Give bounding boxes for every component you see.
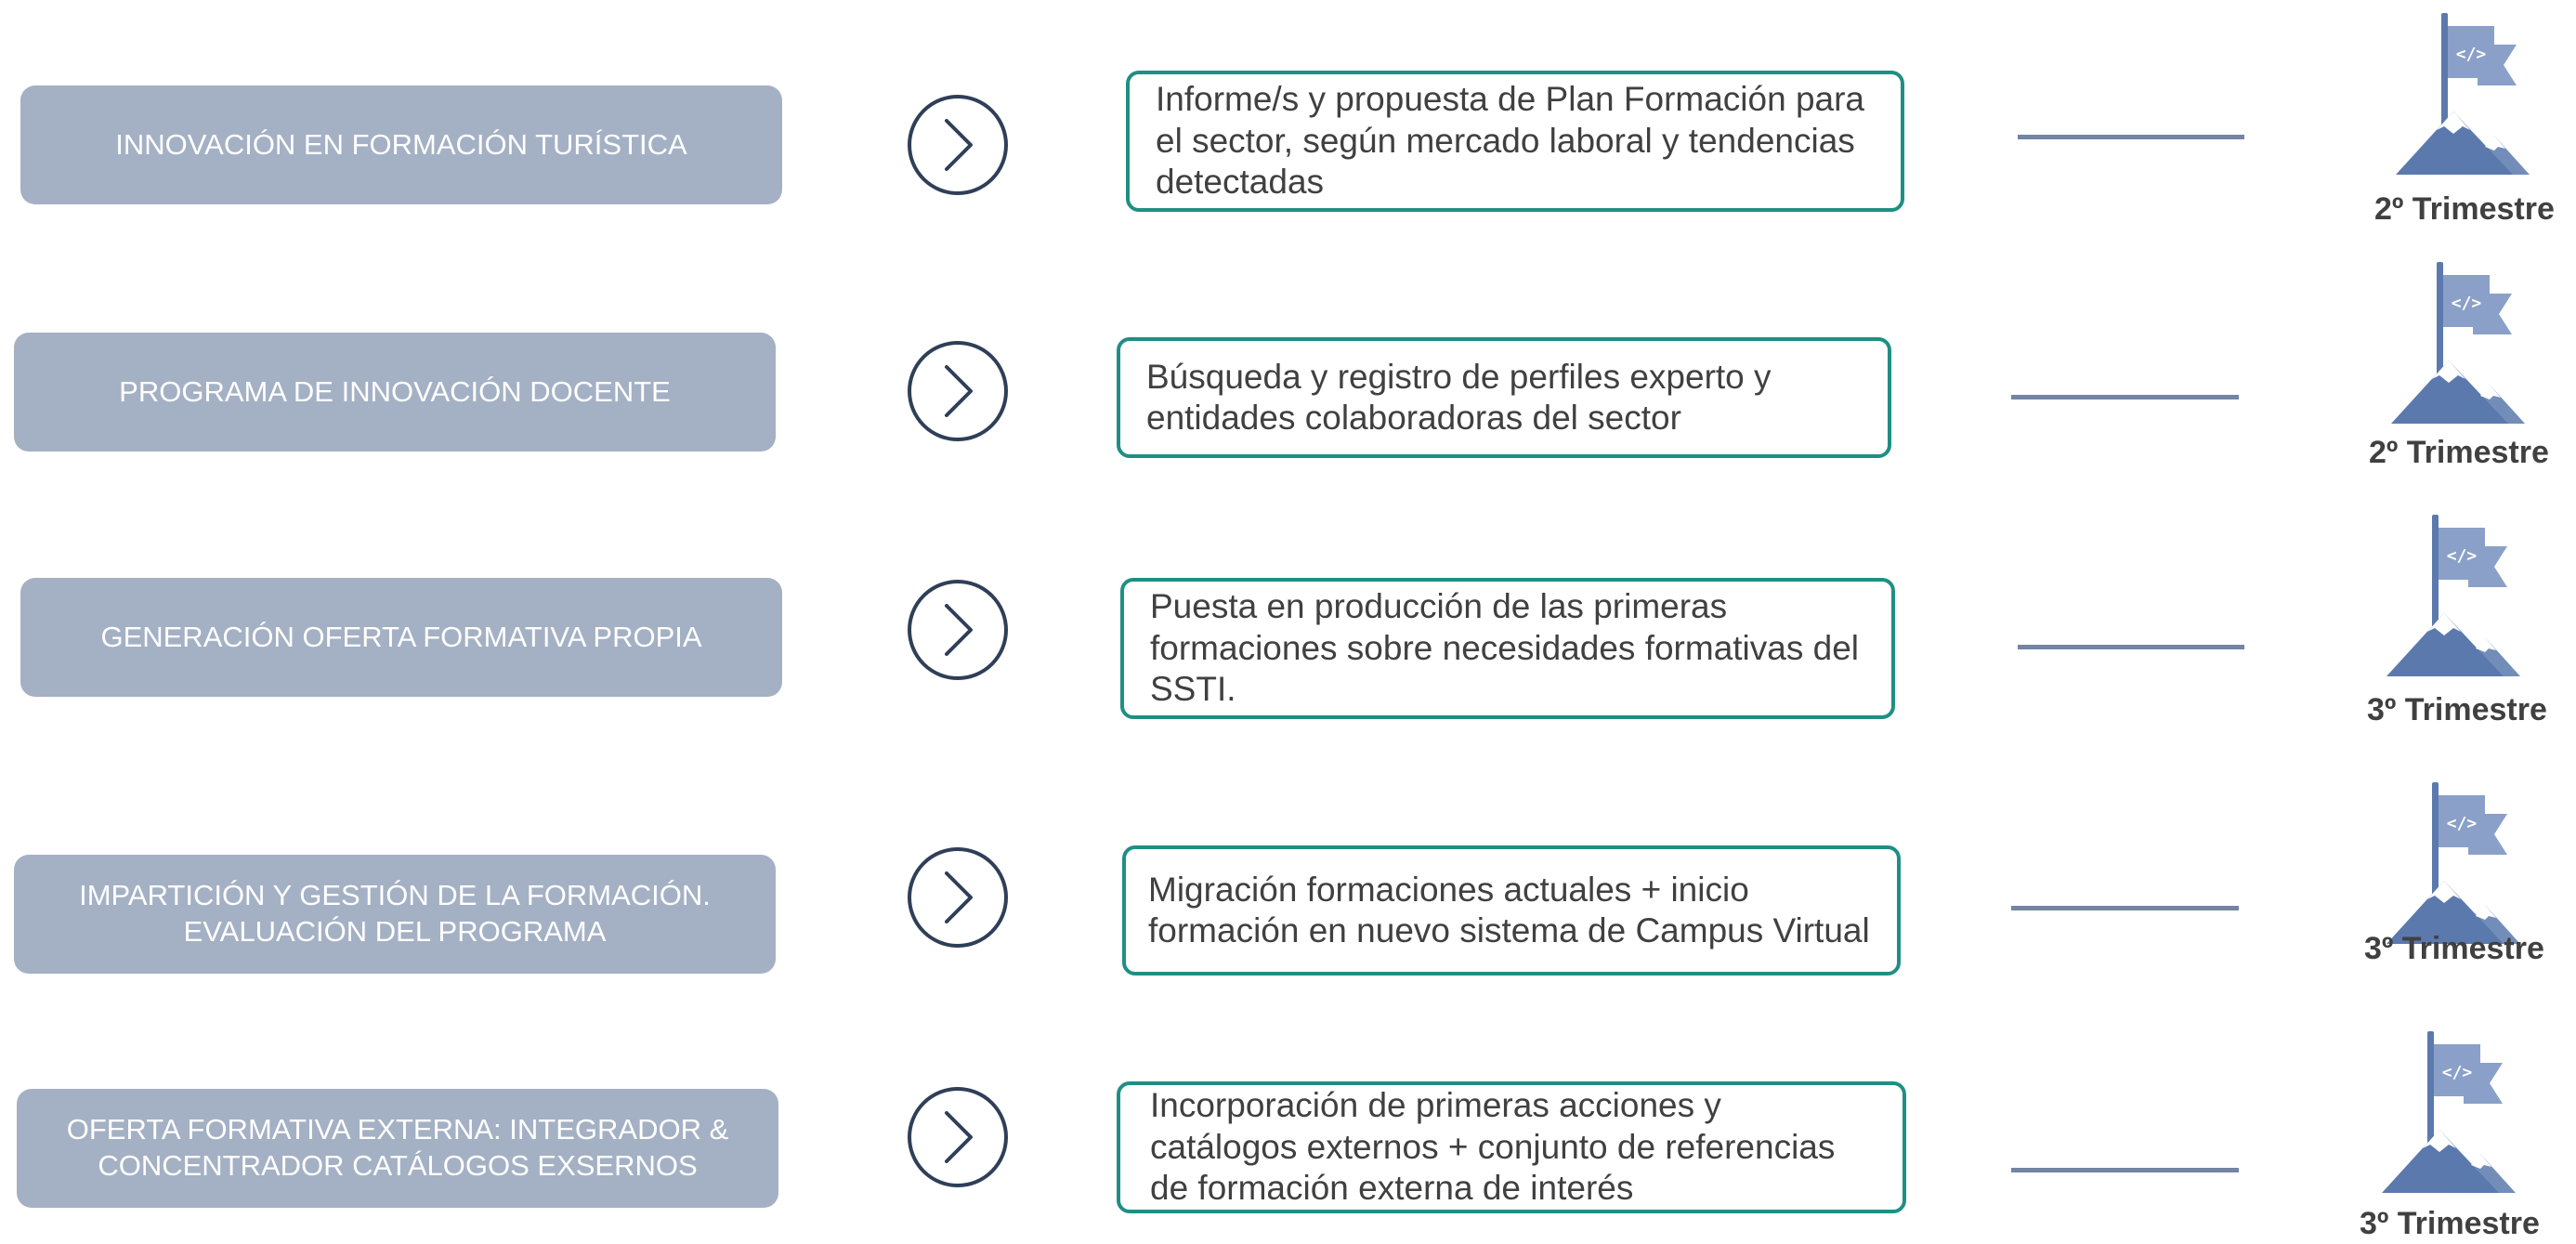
phase-box: PROGRAMA DE INNOVACIÓN DOCENTE (14, 333, 776, 452)
deliverable-text: Incorporación de primeras acciones y cat… (1150, 1086, 1836, 1208)
phase-box: GENERACIÓN OFERTA FORMATIVA PROPIA (20, 578, 782, 697)
phase-box: INNOVACIÓN EN FORMACIÓN TURÍSTICA (20, 85, 782, 204)
phase-label: INNOVACIÓN EN FORMACIÓN TURÍSTICA (115, 127, 687, 161)
chevron-right-icon (906, 1085, 1010, 1189)
phase-label: IMPARTICIÓN Y GESTIÓN DE LA FORMACIÓN. E… (79, 879, 711, 948)
svg-text:</>: </> (2447, 546, 2478, 566)
deliverable-box: Búsqueda y registro de perfiles experto … (1117, 337, 1891, 458)
connector-line (2011, 1168, 2239, 1172)
chevron-right-icon (906, 93, 1010, 197)
milestone-flag-icon: </> (2392, 11, 2531, 178)
svg-text:</>: </> (2456, 45, 2487, 64)
milestone-flag-icon: </> (2378, 1029, 2517, 1197)
svg-text:</>: </> (2442, 1063, 2473, 1082)
deliverable-text: Informe/s y propuesta de Plan Formación … (1156, 80, 1864, 202)
milestone-flag-icon: </> (2387, 260, 2527, 427)
deliverable-box: Migración formaciones actuales + inicio … (1122, 845, 1901, 976)
connector-line (2018, 135, 2244, 139)
phase-box: IMPARTICIÓN Y GESTIÓN DE LA FORMACIÓN. E… (14, 855, 776, 974)
phase-label: GENERACIÓN OFERTA FORMATIVA PROPIA (100, 620, 702, 653)
deliverable-box: Puesta en producción de las primeras for… (1120, 578, 1895, 719)
chevron-right-icon (906, 339, 1010, 443)
quarter-label: 3º Trimestre (2367, 692, 2547, 727)
phase-label: OFERTA FORMATIVA EXTERNA: INTEGRADOR & C… (66, 1113, 729, 1182)
deliverable-text: Migración formaciones actuales + inicio … (1148, 870, 1870, 949)
chevron-right-icon (906, 578, 1010, 682)
deliverable-box: Incorporación de primeras acciones y cat… (1117, 1081, 1906, 1213)
connector-line (2018, 645, 2244, 649)
phase-box: OFERTA FORMATIVA EXTERNA: INTEGRADOR & C… (17, 1089, 778, 1208)
milestone-flag-icon: </> (2383, 780, 2522, 948)
connector-line (2011, 395, 2239, 399)
chevron-right-icon (906, 845, 1010, 949)
deliverable-text: Búsqueda y registro de perfiles experto … (1146, 357, 1772, 437)
quarter-label: 2º Trimestre (2374, 191, 2555, 227)
quarter-label: 3º Trimestre (2364, 931, 2544, 966)
phase-label: PROGRAMA DE INNOVACIÓN DOCENTE (119, 374, 671, 408)
quarter-label: 2º Trimestre (2369, 435, 2549, 470)
deliverable-text: Puesta en producción de las primeras for… (1150, 587, 1859, 709)
connector-line (2011, 906, 2239, 910)
svg-text:</>: </> (2452, 294, 2482, 313)
deliverable-box: Informe/s y propuesta de Plan Formación … (1126, 71, 1904, 212)
quarter-label: 3º Trimestre (2360, 1206, 2540, 1241)
milestone-flag-icon: </> (2383, 513, 2522, 680)
svg-text:</>: </> (2447, 814, 2478, 833)
